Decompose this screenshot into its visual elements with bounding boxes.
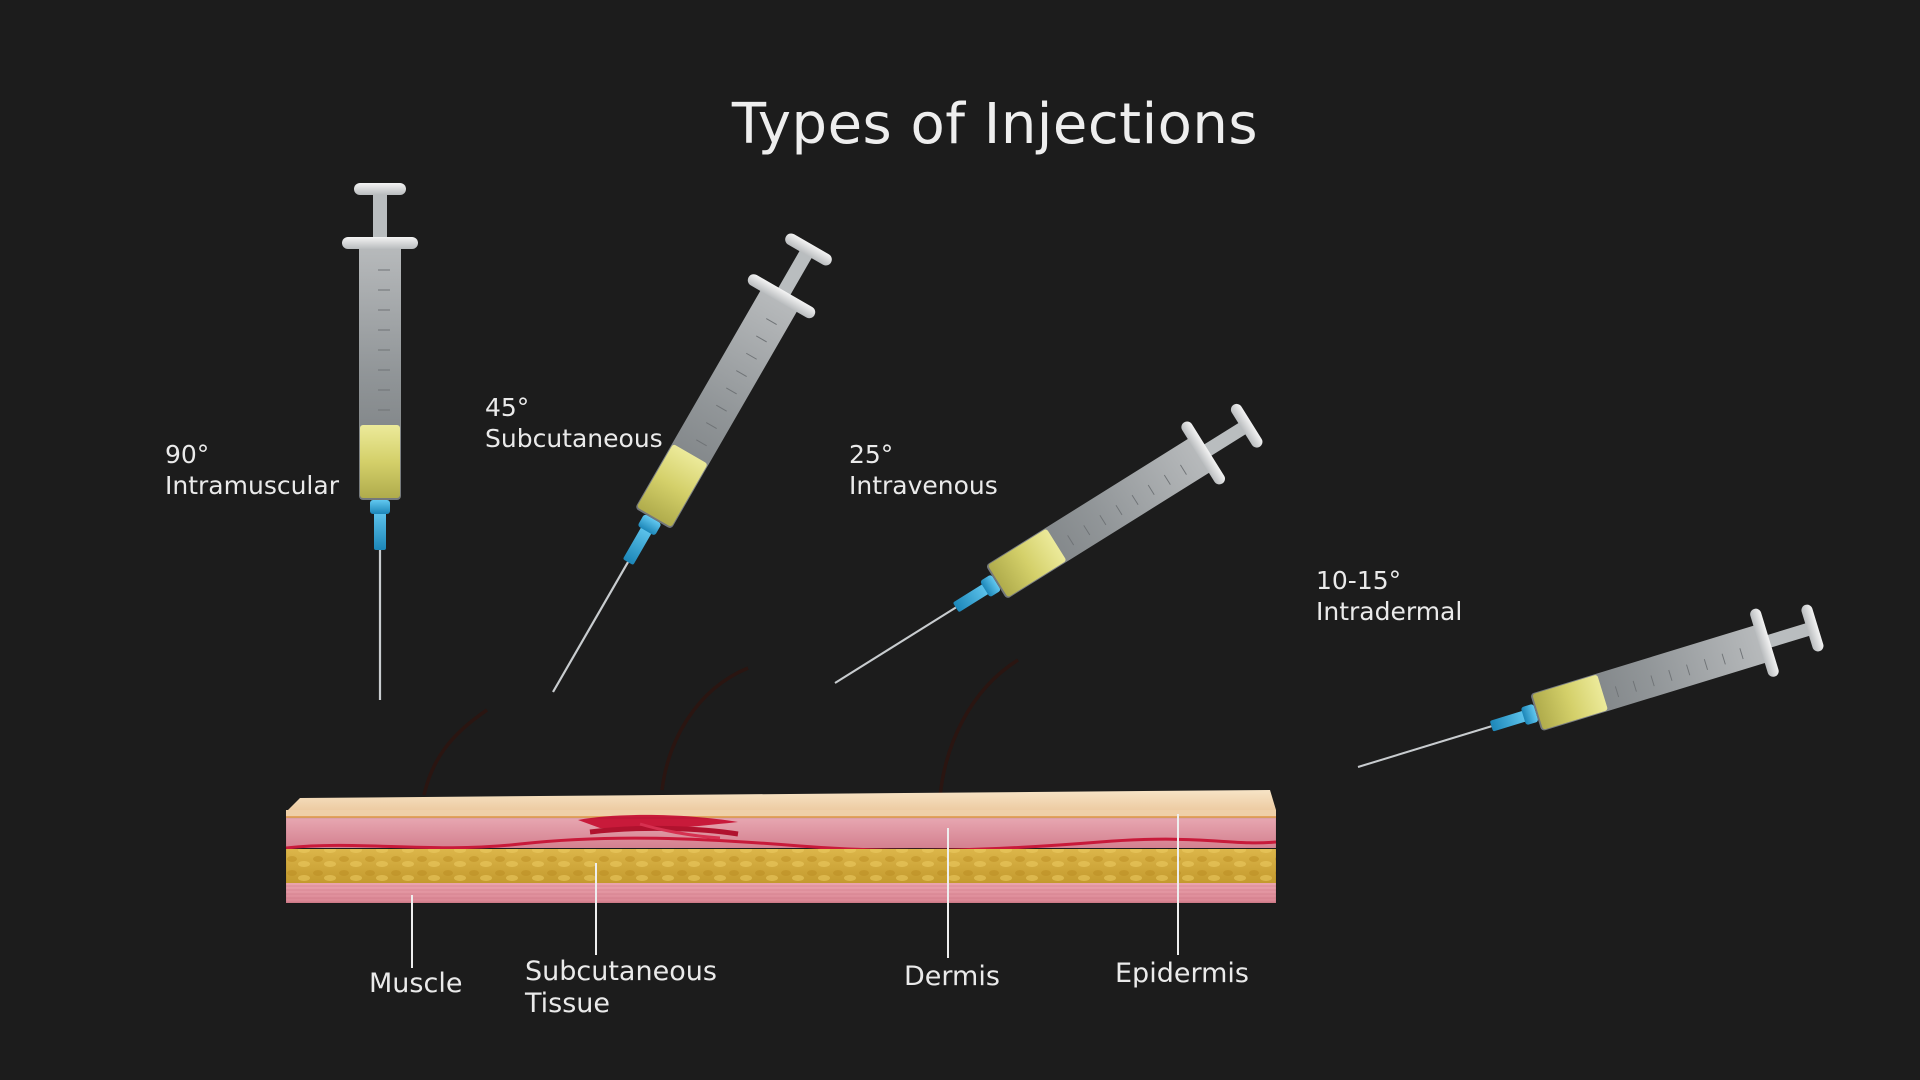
layer-label-epidermis: Epidermis (1115, 958, 1249, 990)
leader-lines (411, 814, 1179, 968)
angle-intramuscular: 90° (165, 440, 210, 469)
layer-subcutaneous-text-2: Tissue (525, 988, 611, 1019)
name-intramuscular: Intramuscular (165, 471, 339, 500)
angle-intravenous: 25° (849, 440, 894, 469)
diagram-title: Types of Injections (731, 92, 1259, 157)
label-intramuscular: 90° Intramuscular (165, 439, 339, 501)
layer-label-dermis: Dermis (904, 961, 1000, 993)
syringe-subcutaneous-icon (518, 224, 846, 713)
label-intradermal: 10-15° Intradermal (1316, 565, 1462, 627)
layer-dermis-text: Dermis (904, 961, 1000, 992)
layer-label-subcutaneous: Subcutaneous Tissue (525, 956, 717, 1020)
name-intravenous: Intravenous (849, 471, 998, 500)
label-intravenous: 25° Intravenous (849, 439, 998, 501)
layer-epidermis-text: Epidermis (1115, 958, 1249, 989)
label-subcutaneous: 45° Subcutaneous (485, 392, 663, 454)
layer-subcutaneous-text-1: Subcutaneous (525, 956, 717, 987)
layer-label-muscle: Muscle (369, 968, 462, 1000)
skin-cross-section (285, 658, 1277, 904)
angle-intradermal: 10-15° (1316, 566, 1402, 595)
syringe-intramuscular-icon (340, 181, 420, 702)
name-subcutaneous: Subcutaneous (485, 424, 663, 453)
angle-subcutaneous: 45° (485, 393, 530, 422)
name-intradermal: Intradermal (1316, 597, 1463, 626)
layer-muscle-text: Muscle (369, 968, 463, 999)
